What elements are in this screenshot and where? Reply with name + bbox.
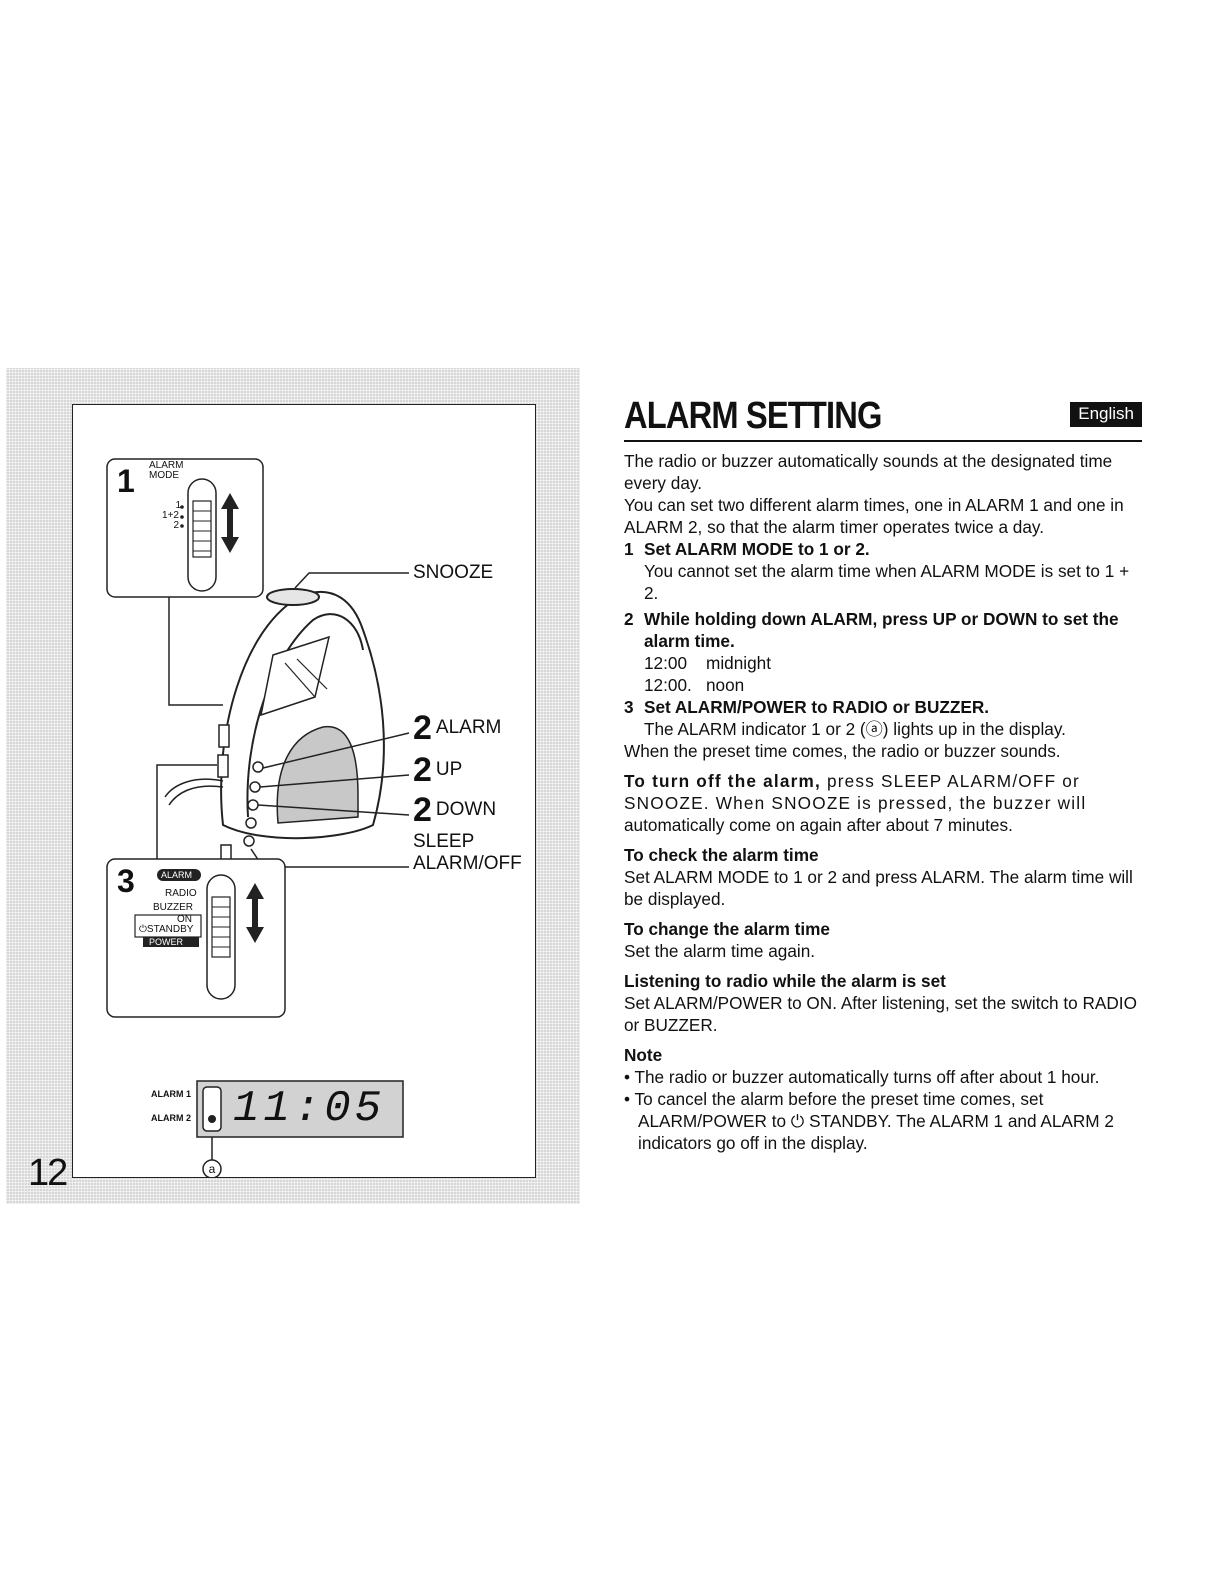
step-2-time-midnight: 12:00 xyxy=(644,653,688,673)
turn-off-body: press SLEEP ALARM/OFF or SNOOZE. When SN… xyxy=(624,771,1087,813)
down-callout-number: 2 xyxy=(413,791,432,829)
radio-label: RADIO xyxy=(165,888,197,899)
step3-number: 3 xyxy=(117,863,135,899)
step-2-midnight: midnight xyxy=(706,653,771,673)
turn-off-tail: automatically come on again after about … xyxy=(624,815,1013,835)
check-body: Set ALARM MODE to 1 or 2 and press ALARM… xyxy=(624,867,1133,909)
listen-body: Set ALARM/POWER to ON. After listening, … xyxy=(624,993,1137,1035)
page-number: 12 xyxy=(28,1152,68,1194)
step-3-body: The ALARM indicator 1 or 2 (ⓐ) lights up… xyxy=(644,719,1066,739)
step-2-heading: While holding down ALARM, press UP or DO… xyxy=(644,609,1119,651)
mode-pos-1plus2: 1+2 xyxy=(162,510,179,521)
up-leader xyxy=(259,774,410,788)
snooze-label: SNOOZE xyxy=(413,562,494,583)
step-2-time-noon: 12:00. xyxy=(644,675,692,695)
step1-number: 1 xyxy=(117,463,135,499)
turn-off-heading: To turn off the alarm, xyxy=(624,771,821,791)
step1-box xyxy=(106,458,264,598)
note-heading: Note xyxy=(624,1045,663,1065)
indicator-marker-label: a xyxy=(208,1162,216,1176)
step-2-noon: noon xyxy=(706,675,745,695)
step-1: 1 Set ALARM MODE to 1 or 2. You cannot se… xyxy=(624,538,1142,604)
up-callout-label: UP xyxy=(435,759,463,780)
buzzer-label: BUZZER xyxy=(153,902,193,913)
alarm-callout-number: 2 xyxy=(413,709,432,747)
display-time: 11:05 xyxy=(233,1084,386,1134)
intro-paragraph-2: You can set two different alarm times, o… xyxy=(624,495,1124,537)
page-title: ALARM SETTING xyxy=(624,395,882,437)
check-heading: To check the alarm time xyxy=(624,845,819,865)
alarm-off-label: ALARM/OFF xyxy=(413,853,522,874)
alarm-callout-label: ALARM xyxy=(435,717,502,738)
clock-radio-body xyxy=(164,588,385,868)
up-down-arrow-icon xyxy=(221,493,239,553)
mode-pos-1: 1 xyxy=(175,500,181,511)
down-leader xyxy=(257,804,410,816)
down-callout-label: DOWN xyxy=(435,799,497,820)
step-2-number: 2 xyxy=(624,609,634,629)
intro-paragraph-1: The radio or buzzer automatically sounds… xyxy=(624,451,1113,493)
standby-label: ⏻STANDBY xyxy=(139,925,193,935)
power-tag: POWER xyxy=(149,937,184,947)
step-2: 2 While holding down ALARM, press UP or D… xyxy=(624,608,1142,696)
step-1-heading: Set ALARM MODE to 1 or 2. xyxy=(644,539,870,559)
alarm2-indicator-label: ALARM 2 xyxy=(151,1113,191,1123)
mode-pos-2: 2 xyxy=(173,520,179,531)
alarm-mode-label-line2: MODE xyxy=(149,470,179,481)
snooze-leader xyxy=(294,572,409,589)
change-body: Set the alarm time again. xyxy=(624,941,816,961)
on-label: ON xyxy=(177,914,192,925)
note-item-2: • To cancel the alarm before the preset … xyxy=(624,1089,1114,1153)
up-callout-number: 2 xyxy=(413,751,432,789)
sleep-label: SLEEP xyxy=(413,831,475,852)
article: ALARM SETTING English The radio or buzze… xyxy=(624,396,1142,1154)
indicator-marker-icon xyxy=(202,1159,222,1177)
change-heading: To change the alarm time xyxy=(624,919,830,939)
alarm1-indicator-label: ALARM 1 xyxy=(151,1089,191,1099)
clock-radio-illustration xyxy=(106,458,410,1177)
language-badge: English xyxy=(1070,402,1142,427)
alarm-leader xyxy=(262,732,410,769)
step-1-body: You cannot set the alarm time when ALARM… xyxy=(644,561,1130,603)
turn-off-paragraph: To turn off the alarm, press SLEEP ALARM… xyxy=(624,770,1142,814)
alarm-tag: ALARM xyxy=(161,870,193,880)
power-icon: ⏻ xyxy=(139,924,147,935)
standby-text: STANDBY xyxy=(146,924,194,935)
lcd-display xyxy=(196,1080,404,1138)
listen-heading: Listening to radio while the alarm is se… xyxy=(624,971,946,991)
alarm-mode-label-line1: ALARM xyxy=(149,460,184,471)
up-down-arrow-icon xyxy=(246,883,264,943)
step-3-after: When the preset time comes, the radio or… xyxy=(624,741,1061,761)
step-3-number: 3 xyxy=(624,697,634,717)
alarm-mode-label: ALARM MODE xyxy=(149,461,183,481)
title-row: ALARM SETTING English xyxy=(624,396,1142,442)
step-3: 3 Set ALARM/POWER to RADIO or BUZZER. The… xyxy=(624,696,1142,740)
step-1-number: 1 xyxy=(624,539,634,559)
step-3-heading: Set ALARM/POWER to RADIO or BUZZER. xyxy=(644,697,990,717)
note-item-1: • The radio or buzzer automatically turn… xyxy=(624,1067,1100,1087)
